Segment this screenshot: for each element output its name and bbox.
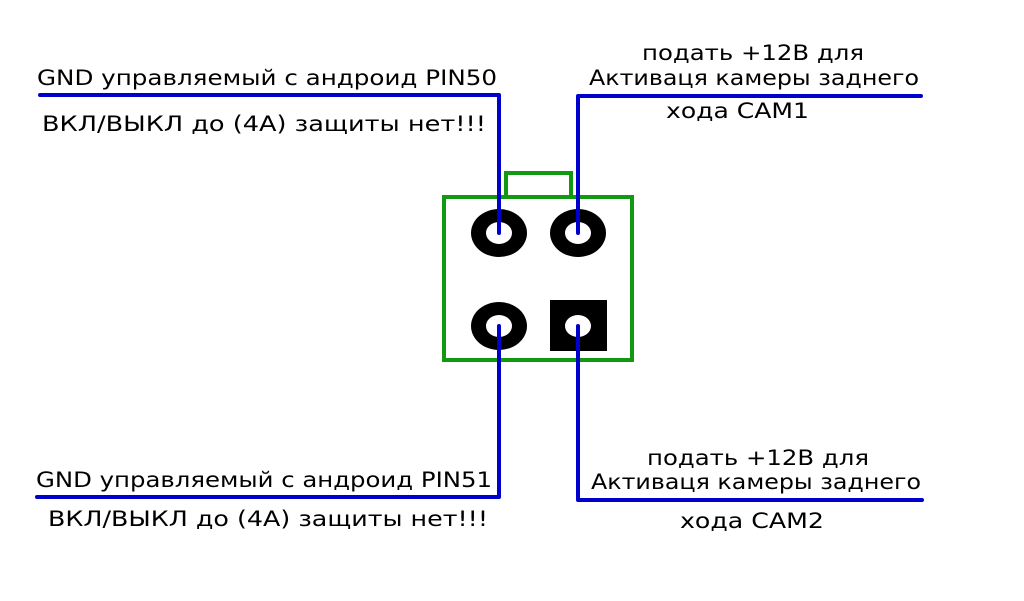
pin50-line1: GND управляемый с андроид PIN50	[37, 66, 497, 90]
connector-outline	[442, 195, 634, 362]
wire-cam1	[576, 94, 923, 235]
cam2-line2: Активаця камеры заднего	[591, 470, 921, 494]
label-cam2: подать +12В для Активаця камеры заднего …	[591, 446, 921, 533]
wire-pin51	[35, 324, 501, 499]
wire-cam2	[576, 324, 924, 502]
cam2-line1: подать +12В для	[647, 446, 869, 470]
pin50-line2: ВКЛ/ВЫКЛ до (4А) защиты нет!!!	[42, 112, 486, 136]
label-pin51: GND управляемый с андроид PIN51 ВКЛ/ВЫКЛ…	[36, 468, 492, 531]
pin51-line1: GND управляемый с андроид PIN51	[36, 468, 492, 492]
wire-pin50	[38, 93, 501, 235]
cam2-line3: хода CAM2	[680, 509, 824, 533]
connector	[442, 171, 634, 362]
cam1-line1: подать +12В для	[642, 41, 864, 65]
label-cam1: подать +12В для Активаця камеры заднего …	[589, 41, 919, 123]
connector-latch-tab	[504, 171, 573, 197]
pin51-line2: ВКЛ/ВЫКЛ до (4А) защиты нет!!!	[48, 507, 488, 531]
cam1-line2: Активаця камеры заднего	[589, 66, 919, 90]
label-pin50: GND управляемый с андроид PIN50 ВКЛ/ВЫКЛ…	[37, 66, 497, 136]
cam1-line3: хода CAM1	[666, 99, 809, 123]
